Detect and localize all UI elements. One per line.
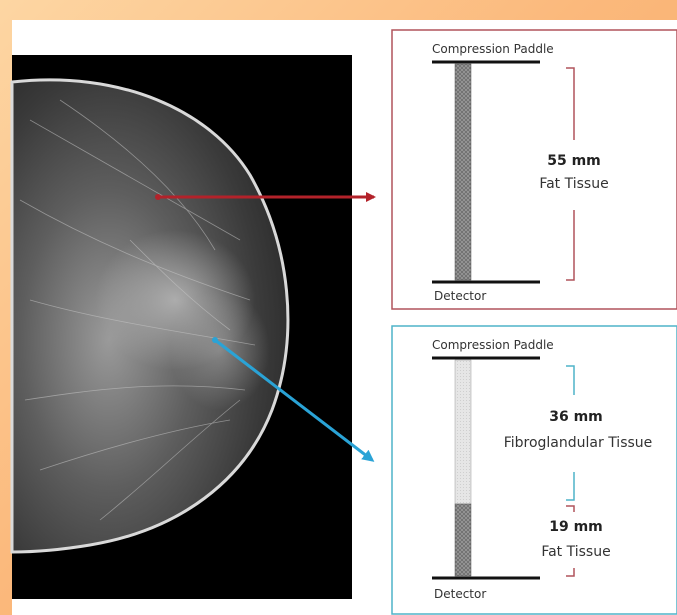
red-arrow-origin: [155, 194, 161, 200]
mammogram-image: [12, 55, 352, 599]
bottom-measurement-1: 36 mm: [549, 409, 603, 425]
panel-bottom: Compression Paddle Detector 36 mm Fibrog…: [392, 326, 677, 614]
top-tissue-label: Fat Tissue: [539, 176, 608, 192]
top-detector-label: Detector: [434, 289, 486, 303]
bottom-tissue-1: Fibroglandular Tissue: [504, 435, 653, 451]
top-paddle-label: Compression Paddle: [432, 42, 554, 56]
bottom-fibro-column: [455, 360, 471, 504]
bottom-fat-column: [455, 504, 471, 576]
panel-top: Compression Paddle Detector 55 mm Fat Ti…: [392, 30, 677, 309]
bottom-paddle-label: Compression Paddle: [432, 338, 554, 352]
top-measurement: 55 mm: [547, 153, 601, 169]
bottom-detector-label: Detector: [434, 587, 486, 601]
top-fat-column: [455, 64, 471, 280]
bottom-measurement-2: 19 mm: [549, 519, 603, 535]
blue-arrow-origin: [212, 337, 218, 343]
bottom-tissue-2: Fat Tissue: [541, 544, 610, 560]
